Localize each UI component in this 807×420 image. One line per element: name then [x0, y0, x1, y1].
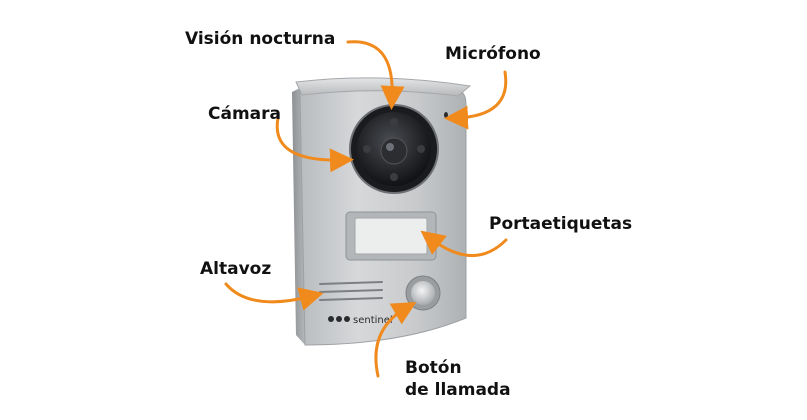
label-call-button-line2: de llamada — [405, 380, 511, 400]
label-night-vision: Visión nocturna — [185, 29, 336, 49]
brand-logo: sentinel — [328, 315, 393, 326]
brand-logo-text: sentinel — [353, 315, 393, 326]
label-call-button: Botón de llamada — [405, 357, 511, 401]
label-call-button-line1: Botón — [405, 358, 462, 378]
camera-lens — [380, 137, 408, 165]
arrow-speaker — [224, 282, 324, 311]
arrow-call-button — [374, 301, 417, 378]
ir-led-icon — [417, 145, 425, 153]
call-button — [405, 275, 441, 311]
label-holder — [345, 211, 437, 261]
arrow-camera — [275, 116, 354, 173]
arrow-label-holder — [420, 230, 508, 257]
logo-dot-icon — [328, 316, 334, 322]
ir-led-icon — [363, 145, 371, 153]
ir-led-icon — [390, 173, 398, 181]
camera-module — [349, 104, 439, 194]
label-label-holder: Portaetiquetas — [489, 214, 633, 234]
logo-dot-icon — [344, 316, 350, 322]
arrow-microphone — [444, 70, 508, 130]
arrow-night-vision — [346, 40, 405, 110]
label-microphone: Micrófono — [445, 44, 541, 64]
speaker-grille — [319, 281, 383, 301]
arrows — [224, 40, 508, 378]
ir-led-icon — [390, 118, 398, 126]
intercom-device: sentinel — [292, 77, 472, 346]
label-speaker: Altavoz — [200, 259, 272, 279]
label-camera: Cámara — [208, 104, 281, 124]
microphone-hole — [444, 112, 448, 118]
logo-dot-icon — [336, 316, 342, 322]
